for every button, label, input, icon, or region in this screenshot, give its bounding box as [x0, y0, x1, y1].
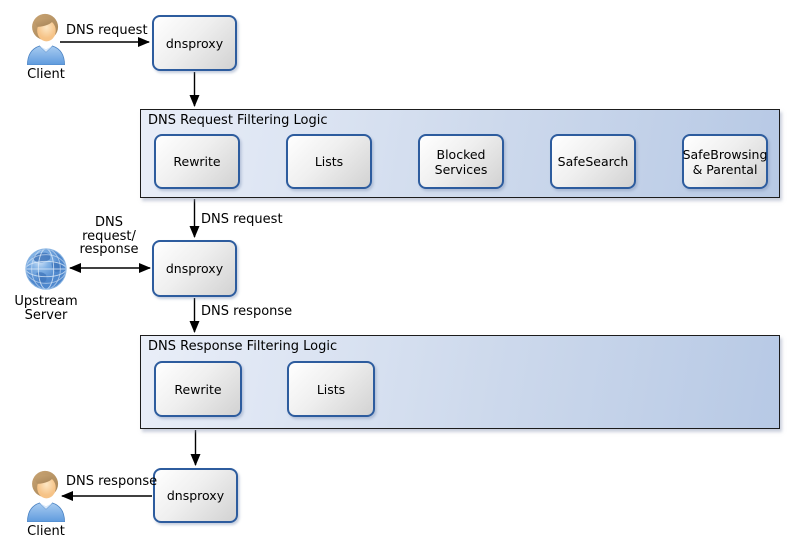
node-dnsproxy-middle: dnsproxy: [152, 240, 237, 297]
label-upstream-exchange: DNS request/ response: [79, 215, 139, 257]
step-blocked-services-label: Blocked Services: [434, 146, 488, 177]
step-lists-response-label: Lists: [316, 381, 346, 397]
request-filter-group: DNS Request Filtering Logic Rewrite List…: [140, 109, 780, 198]
node-dnsproxy-top: dnsproxy: [152, 15, 237, 71]
client-bottom: Client: [24, 470, 68, 539]
node-dnsproxy-top-label: dnsproxy: [165, 35, 224, 51]
upstream-server-label: Upstream Server: [14, 294, 78, 323]
step-safebrowsing-parental: SafeBrowsing & Parental: [682, 134, 768, 189]
upstream-server: Upstream Server: [8, 246, 84, 323]
step-lists-label: Lists: [314, 154, 344, 169]
request-filter-title: DNS Request Filtering Logic: [148, 113, 328, 128]
user-icon: [27, 13, 65, 65]
step-lists-response: Lists: [287, 361, 375, 417]
response-filter-group: DNS Response Filtering Logic Rewrite Lis…: [140, 335, 780, 429]
globe-icon: [25, 248, 67, 290]
step-rewrite-response-label: Rewrite: [174, 381, 222, 397]
step-rewrite-label: Rewrite: [173, 154, 221, 169]
label-dns-response-mid: DNS response: [201, 304, 293, 319]
step-safebrowsing-parental-label: SafeBrowsing & Parental: [682, 146, 768, 177]
step-safesearch: SafeSearch: [550, 134, 636, 189]
step-rewrite-response: Rewrite: [154, 361, 242, 417]
label-dns-request-top: DNS request: [66, 23, 148, 38]
label-dns-request-mid: DNS request: [201, 212, 283, 227]
client-top: Client: [24, 13, 68, 82]
client-bottom-label: Client: [27, 524, 65, 539]
step-blocked-services: Blocked Services: [418, 134, 504, 189]
label-dns-response-bottom: DNS response: [66, 474, 158, 489]
user-icon: [27, 470, 65, 522]
step-safesearch-label: SafeSearch: [557, 154, 629, 169]
node-dnsproxy-bottom: dnsproxy: [153, 468, 238, 523]
step-lists: Lists: [286, 134, 372, 189]
node-dnsproxy-bottom-label: dnsproxy: [166, 488, 225, 503]
response-filter-title: DNS Response Filtering Logic: [148, 339, 338, 354]
node-dnsproxy-middle-label: dnsproxy: [165, 261, 224, 276]
step-rewrite: Rewrite: [154, 134, 240, 189]
client-top-label: Client: [27, 67, 65, 82]
